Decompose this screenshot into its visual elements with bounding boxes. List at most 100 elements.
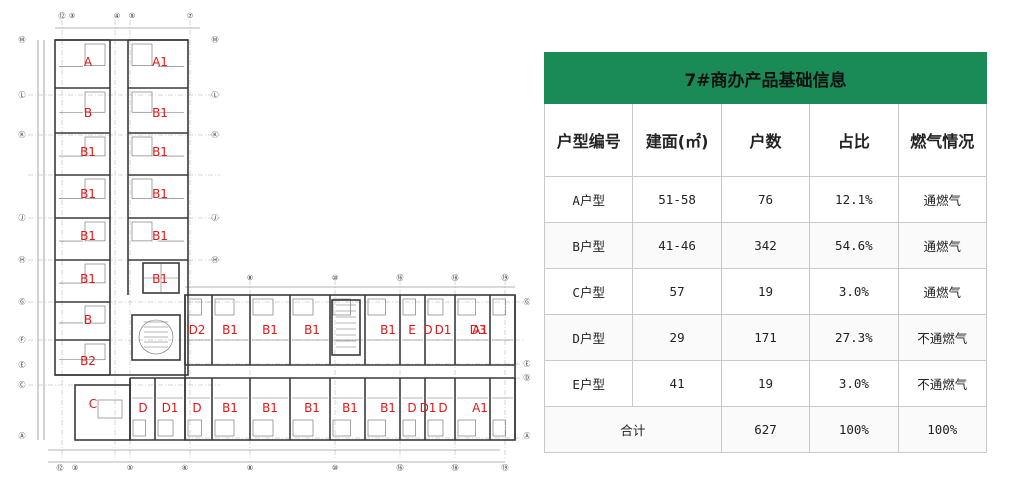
bathroom-outline	[84, 136, 106, 157]
table-row: C户型 57 19 3.0% 通燃气	[543, 268, 988, 315]
bathroom-outline	[131, 178, 153, 199]
bathroom-outline	[84, 343, 106, 361]
unit-label: B1	[380, 323, 396, 337]
bathroom-outline	[84, 221, 106, 242]
unit-label: B1	[380, 401, 396, 415]
bathroom-outline	[492, 419, 506, 437]
bathroom-outline	[214, 298, 235, 316]
bathroom-outline	[332, 298, 351, 316]
unit-label: B2	[80, 354, 96, 368]
total-ratio: 100%	[809, 406, 899, 453]
unit-label: B1	[80, 229, 96, 243]
table-header-row: 户型编号 建面(㎡) 户数 占比 燃气情况	[543, 103, 988, 177]
cell-area: 51-58	[632, 176, 722, 223]
cell-gas: 通燃气	[897, 268, 988, 315]
axis-marker: Ⓚ	[19, 131, 26, 139]
bathroom-outline	[367, 419, 386, 437]
cell-unit-type: D户型	[543, 314, 634, 361]
unit-label: D	[138, 401, 147, 415]
bathroom-outline	[402, 298, 416, 316]
bathroom-outline	[292, 419, 314, 437]
bathroom-outline	[332, 419, 351, 437]
cell-gas: 通燃气	[897, 222, 988, 269]
unit-label: D	[407, 401, 416, 415]
cell-ratio: 12.1%	[809, 176, 899, 223]
unit-label: A1	[472, 401, 488, 415]
axis-marker: ⑤	[129, 12, 135, 20]
unit-label: D	[192, 401, 201, 415]
axis-marker: ⑱	[452, 464, 459, 472]
cell-count: 342	[720, 222, 811, 269]
total-label: 合计	[544, 406, 722, 453]
header-unit-type: 户型编号	[543, 103, 634, 177]
bathroom-outline	[157, 419, 174, 437]
bathroom-outline	[131, 136, 153, 157]
bathroom-outline	[367, 298, 386, 316]
bathroom-outline	[84, 91, 106, 113]
unit-label: D	[423, 323, 432, 337]
unit-label: D	[438, 401, 447, 415]
axis-marker: Ⓔ	[524, 360, 531, 368]
bathroom-outline	[84, 263, 106, 284]
unit-label: A	[84, 55, 93, 69]
cell-unit-type: E户型	[543, 360, 634, 407]
axis-marker: ⑧	[247, 464, 253, 472]
unit-label: B1	[342, 401, 358, 415]
bathroom-outline	[187, 298, 202, 316]
stair-well	[138, 319, 174, 355]
cell-ratio: 3.0%	[809, 360, 899, 407]
bathroom-outline	[252, 419, 274, 437]
north-wing-outline	[54, 39, 189, 376]
axis-marker: ④	[114, 12, 120, 20]
cell-area: 57	[632, 268, 722, 315]
bathroom-outline	[214, 419, 235, 437]
unit-label: A1	[152, 55, 168, 69]
header-ratio: 占比	[809, 103, 899, 177]
unit-label: B1	[80, 145, 96, 159]
axis-marker: ⑤	[127, 464, 133, 472]
axis-marker: ⑩	[332, 464, 338, 472]
axis-marker: ⑧	[247, 274, 253, 282]
unit-label: B1	[80, 272, 96, 286]
unit-label: B1	[262, 401, 278, 415]
cell-count: 19	[720, 360, 811, 407]
unit-label: C	[89, 397, 97, 411]
axis-marker: Ⓙ	[19, 214, 26, 222]
unit-label: D3	[470, 323, 487, 337]
axis-marker: Ⓜ	[212, 36, 219, 44]
axis-marker: Ⓐ	[19, 432, 26, 440]
axis-marker: Ⓐ	[524, 432, 531, 440]
axis-marker: Ⓔ	[19, 361, 26, 369]
cell-unit-type: B户型	[543, 222, 634, 269]
unit-label: B1	[152, 187, 168, 201]
axis-marker: Ⓖ	[19, 298, 26, 306]
axis-marker: ⑯	[397, 274, 404, 282]
bathroom-outline	[457, 419, 476, 437]
bathroom-outline	[402, 419, 416, 437]
axis-marker: Ⓛ	[19, 91, 26, 99]
axis-marker: Ⓛ	[212, 91, 219, 99]
table-row: E户型 41 19 3.0% 不通燃气	[543, 360, 988, 407]
bathroom-outline	[131, 91, 153, 113]
unit-label: B1	[152, 229, 168, 243]
unit-label: B1	[304, 401, 320, 415]
unit-label: B1	[304, 323, 320, 337]
stair-core	[131, 314, 181, 361]
cell-count: 76	[720, 176, 811, 223]
bathroom-outline	[132, 419, 146, 437]
header-count: 户数	[720, 103, 811, 177]
cell-ratio: 27.3%	[809, 314, 899, 361]
table-row: A户型 51-58 76 12.1% 通燃气	[543, 176, 988, 223]
bathroom-outline	[427, 298, 444, 316]
cell-unit-type: A户型	[543, 176, 634, 223]
axis-marker: Ⓕ	[19, 336, 26, 344]
header-gas: 燃气情况	[897, 103, 988, 177]
bathroom-outline	[457, 298, 476, 316]
cell-gas: 通燃气	[897, 176, 988, 223]
axis-marker: Ⓒ	[19, 381, 26, 389]
east-wing-outline	[184, 294, 516, 441]
total-gas: 100%	[897, 406, 988, 453]
unit-label: D2	[189, 323, 206, 337]
